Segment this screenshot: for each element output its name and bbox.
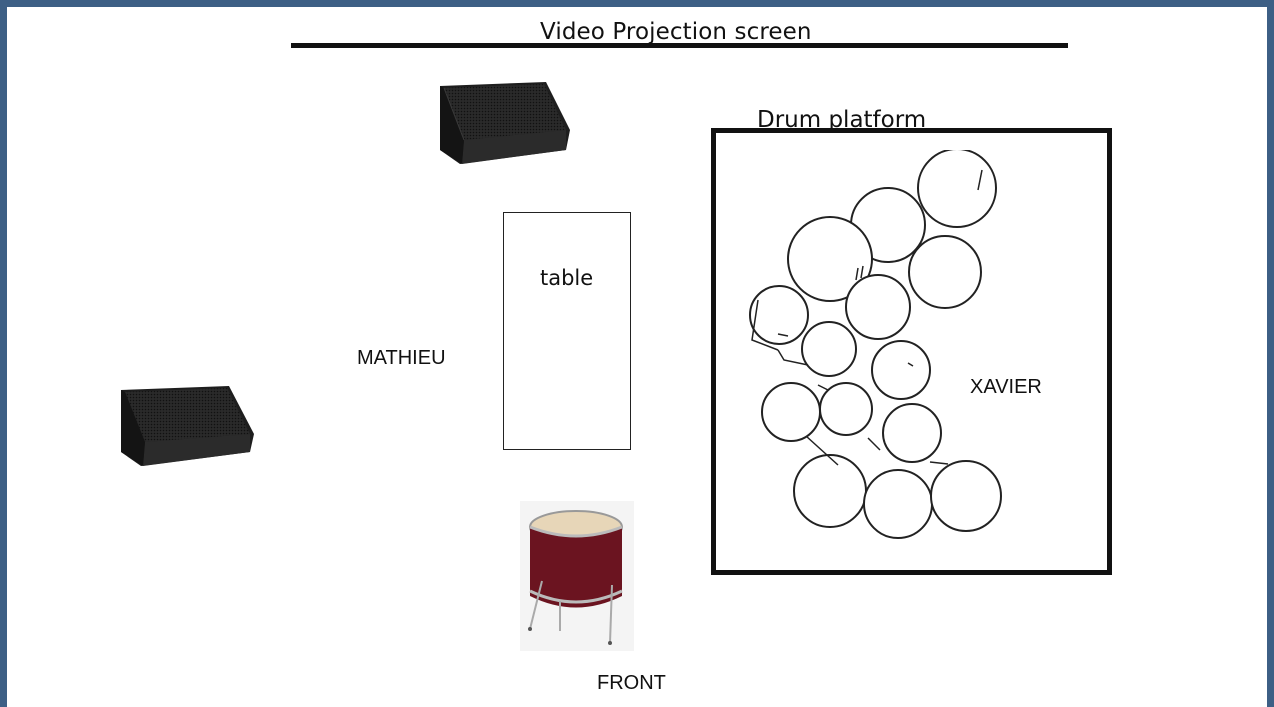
performer-xavier-label: XAVIER	[970, 376, 1042, 398]
front-label: FRONT	[597, 672, 666, 694]
drum-platform	[711, 128, 1112, 575]
monitor-speaker-icon	[121, 386, 254, 466]
performer-mathieu-label: MATHIEU	[357, 347, 446, 369]
floor-tom-drum-icon	[520, 501, 634, 651]
projection-screen-line	[291, 43, 1068, 48]
table-label: table	[540, 266, 594, 290]
table-rectangle: table	[503, 212, 631, 450]
monitor-speaker-icon	[440, 82, 570, 164]
projection-screen-label: Video Projection screen	[540, 19, 812, 45]
electronic-drum-kit-icon	[749, 150, 1002, 539]
